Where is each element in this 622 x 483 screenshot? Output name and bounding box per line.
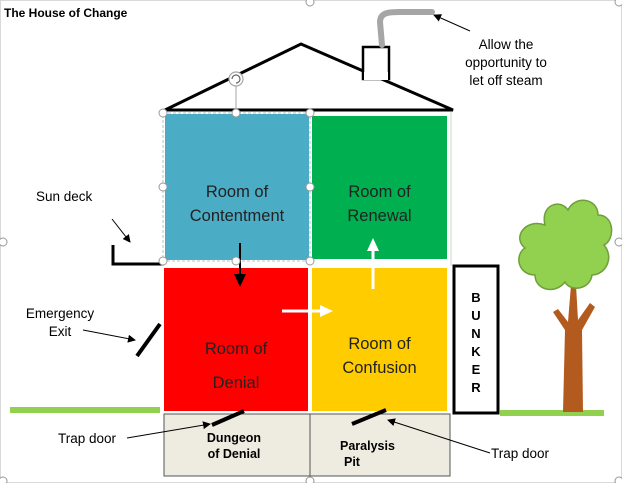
room-renewal [312, 116, 447, 259]
emergency-exit-annotation: Emergency Exit [14, 305, 106, 341]
bunker-letter: B [471, 290, 481, 305]
slide-handle[interactable] [305, 476, 315, 483]
chimney-smoke [377, 9, 435, 48]
slide-handle[interactable] [614, 0, 622, 7]
rotate-handle-icon[interactable] [228, 71, 244, 87]
resize-handle[interactable] [158, 108, 168, 118]
room-contentment-label: Room of Contentment [165, 180, 309, 228]
slide-handle[interactable] [0, 476, 8, 483]
sun-deck-annotation: Sun deck [36, 189, 93, 204]
arrow-denial-to-confusion [282, 305, 333, 317]
trap-door-right-annotation: Trap door [491, 446, 550, 461]
bunker-letter: R [471, 380, 481, 395]
resize-handle[interactable] [158, 182, 168, 192]
room-confusion [312, 268, 447, 411]
resize-handle[interactable] [231, 256, 241, 266]
resize-handle[interactable] [231, 108, 241, 118]
pointer-trap-door-left [126, 421, 211, 439]
pointer-steam [433, 14, 471, 32]
room-label-line: Confusion [342, 359, 417, 377]
slide-title: The House of Change [4, 6, 128, 20]
resize-handle[interactable] [305, 108, 315, 118]
ground-right [500, 410, 604, 416]
room-label-line: Room of [348, 183, 411, 201]
tree-trunk [553, 285, 595, 412]
annotation-line: opportunity to [465, 55, 547, 70]
annotation-line: let off steam [469, 73, 543, 88]
paralysis-pit-label: Paralysis Pit [340, 438, 420, 470]
tree-foliage [518, 199, 613, 291]
slide-handle[interactable] [305, 0, 315, 7]
room-denial [164, 268, 308, 411]
bunker-letter: E [471, 362, 481, 377]
dungeon-of-denial-label: Dungeon of Denial [186, 430, 282, 462]
slide-handle[interactable] [614, 237, 622, 247]
pointer-trap-door-right [387, 418, 491, 454]
slide-handle[interactable] [614, 476, 622, 483]
bunker-letter: N [471, 326, 481, 341]
resize-handle[interactable] [305, 256, 315, 266]
pointer-emergency-exit [82, 329, 136, 343]
selection-box [158, 108, 315, 266]
bunker [452, 264, 500, 415]
room-label-line: Room of [204, 340, 268, 358]
basement-right [309, 413, 451, 477]
tree [518, 199, 613, 412]
trap-door-right [351, 408, 387, 426]
basement-label-line: of Denial [207, 447, 261, 461]
arrow-confusion-to-renewal [367, 238, 379, 289]
room-label-line: Renewal [347, 207, 412, 225]
ground-left [10, 407, 160, 413]
room-label-line: Room of [348, 335, 411, 353]
emergency-exit [135, 322, 162, 358]
bunker-letter: K [471, 344, 481, 359]
room-label-line: Denial [212, 374, 260, 392]
resize-handle[interactable] [305, 182, 315, 192]
trap-door-left [211, 409, 245, 427]
basement-label-line: Pit [344, 455, 360, 469]
room-label-line: Room of [205, 183, 269, 201]
resize-handle[interactable] [158, 256, 168, 266]
room-contentment [165, 114, 309, 260]
annotation-line: Allow the [478, 37, 534, 52]
pointer-sun-deck [111, 218, 131, 243]
room-label-line: Contentment [189, 207, 285, 225]
basement-label-line: Paralysis [340, 439, 395, 453]
steam-annotation: Allow the opportunity to let off steam [452, 36, 560, 90]
basement-label-line: Dungeon [206, 431, 262, 445]
roof [164, 42, 454, 112]
annotation-line: Exit [48, 324, 72, 339]
room-confusion-label: Room of Confusion [312, 332, 447, 380]
annotation-line: Emergency [25, 306, 95, 321]
trap-door-left-annotation: Trap door [58, 431, 117, 446]
slide-handle[interactable] [0, 237, 8, 247]
room-denial-label: Room of Denial [164, 332, 308, 400]
room-renewal-label: Room of Renewal [312, 180, 447, 228]
sun-deck [111, 245, 164, 266]
bunker-letter: U [471, 308, 481, 323]
